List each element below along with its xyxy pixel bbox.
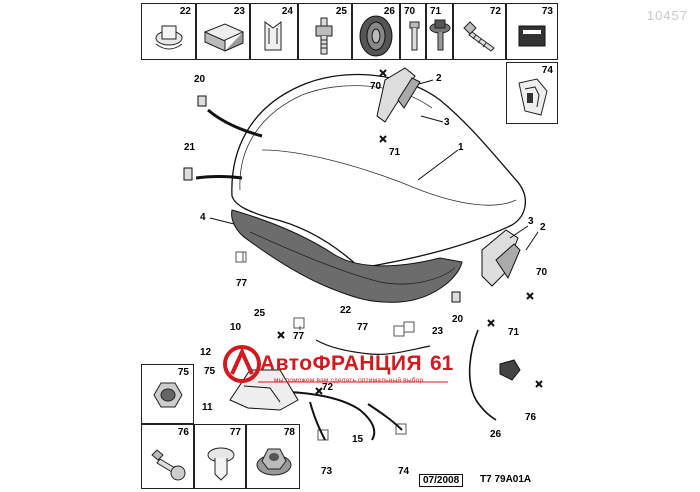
callout-25: 25 [254,308,266,319]
bracket-icon [518,25,546,47]
callout-73: 73 [321,466,333,477]
part-number: 74 [541,65,553,76]
callout-15: 15 [352,434,364,445]
part-number: 72 [489,6,501,17]
part-number: 75 [177,367,189,378]
callout-72: 72 [322,382,334,393]
brand-name: АвтоФРАНЦИЯ [260,352,423,375]
callout-26: 26 [490,429,502,440]
callout-77: 77 [357,322,369,333]
callout-70: 70 [536,267,548,278]
callout-10: 10 [230,322,242,333]
callout-22: 22 [340,305,352,316]
part-number: 26 [383,6,395,17]
part-cell-76[interactable]: 76 [141,424,194,489]
part-number: 76 [177,427,189,438]
part-cell-78[interactable]: 78 [246,424,300,489]
hinge-bracket-icon [518,78,548,116]
part-cell-73[interactable]: 73 [506,3,558,60]
part-cell-25[interactable]: 25 [298,3,352,60]
callout-20: 20 [452,314,464,325]
insulation-panel [231,209,463,303]
callout-4: 4 [200,212,206,223]
bonnet-panel [231,73,526,269]
footer-reference: T7 79A01A [480,474,532,485]
callout-3: 3 [444,117,450,128]
callout-1: 1 [458,142,464,153]
callout-12: 12 [200,347,212,358]
callout-74: 74 [398,466,410,477]
part-cell-77[interactable]: 77 [194,424,246,489]
spring-clip-icon [264,21,282,51]
callout-2: 2 [540,222,546,233]
callout-71: 71 [389,147,401,158]
watermark-number: 10457 [646,8,688,23]
part-number: 73 [541,6,553,17]
part-number: 23 [233,6,245,17]
callout-71: 71 [508,327,520,338]
footer-date: 07/2008 [419,474,464,487]
part-number: 24 [281,6,293,17]
push-rivet-icon [207,447,235,481]
callout-20: 20 [194,74,206,85]
brand-tagline: мы поможем вам сделать оптимальный выбор [274,377,424,384]
bolt-icon [151,449,186,481]
flange-bolt-icon [429,19,451,51]
self-tapping-screw-icon [463,21,495,52]
part-cell-71[interactable]: 71 [426,3,453,60]
part-number: 71 [430,6,442,17]
clip-icon [155,25,183,50]
hinge-left [376,67,416,123]
part-number: 77 [229,427,241,438]
brand-number: 61 [430,352,454,375]
brand-logo: АвтоФРАНЦИЯ 61 мы поможем вам сделать оп… [222,340,472,400]
callout-75: 75 [204,366,216,377]
part-cell-23[interactable]: 23 [196,3,250,60]
part-cell-70[interactable]: 70 [400,3,426,60]
part-number: 70 [404,6,416,17]
callout-77: 77 [293,331,305,342]
screw-icon [409,21,420,51]
part-cell-74[interactable]: 74 [506,62,558,124]
callout-70: 70 [370,81,382,92]
cable-26 [468,329,497,421]
callout-2: 2 [436,73,442,84]
part-number: 25 [335,6,347,17]
flange-nut-icon [256,448,292,476]
callout-3: 3 [528,216,534,227]
part-number: 22 [179,6,191,17]
connector-block-icon [203,23,245,52]
callout-76: 76 [525,412,537,423]
rubber-bump-stop-icon [359,15,393,57]
callout-77: 77 [236,278,248,289]
part-cell-26[interactable]: 26 [352,3,400,60]
brand-emblem-icon [223,345,448,383]
callout-11: 11 [202,402,213,413]
part-cell-72[interactable]: 72 [453,3,506,60]
callout-23: 23 [432,326,444,337]
part-number: 78 [283,427,295,438]
hex-nut-icon [153,382,183,408]
part-cell-75[interactable]: 75 [141,364,194,424]
part-cell-24[interactable]: 24 [250,3,298,60]
part-cell-22[interactable]: 22 [141,3,196,60]
callout-21: 21 [184,142,196,153]
stud-bolt-icon [315,17,333,55]
